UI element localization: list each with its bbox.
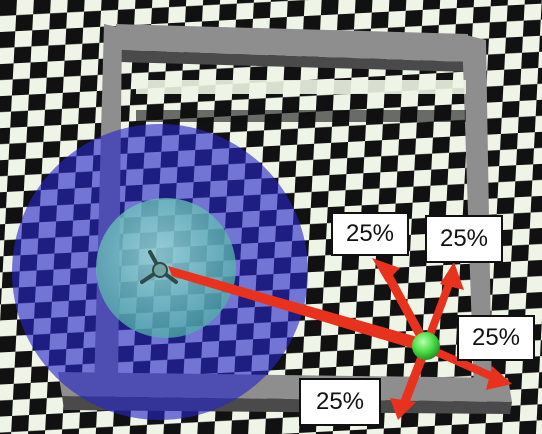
probability-text: 25% bbox=[471, 324, 521, 351]
probability-text: 25% bbox=[315, 388, 365, 415]
probability-text: 25% bbox=[439, 225, 489, 252]
probability-label-up-left: 25% bbox=[331, 212, 409, 256]
branch-arrows bbox=[372, 258, 512, 420]
probability-label-right: 25% bbox=[457, 315, 535, 361]
direction-arrow bbox=[168, 266, 428, 352]
probability-label-down-left: 25% bbox=[299, 378, 381, 426]
green-target-icon bbox=[412, 332, 440, 360]
robot-agent-icon bbox=[140, 250, 178, 284]
probability-text: 25% bbox=[345, 220, 395, 247]
probability-label-up-right: 25% bbox=[425, 215, 503, 263]
